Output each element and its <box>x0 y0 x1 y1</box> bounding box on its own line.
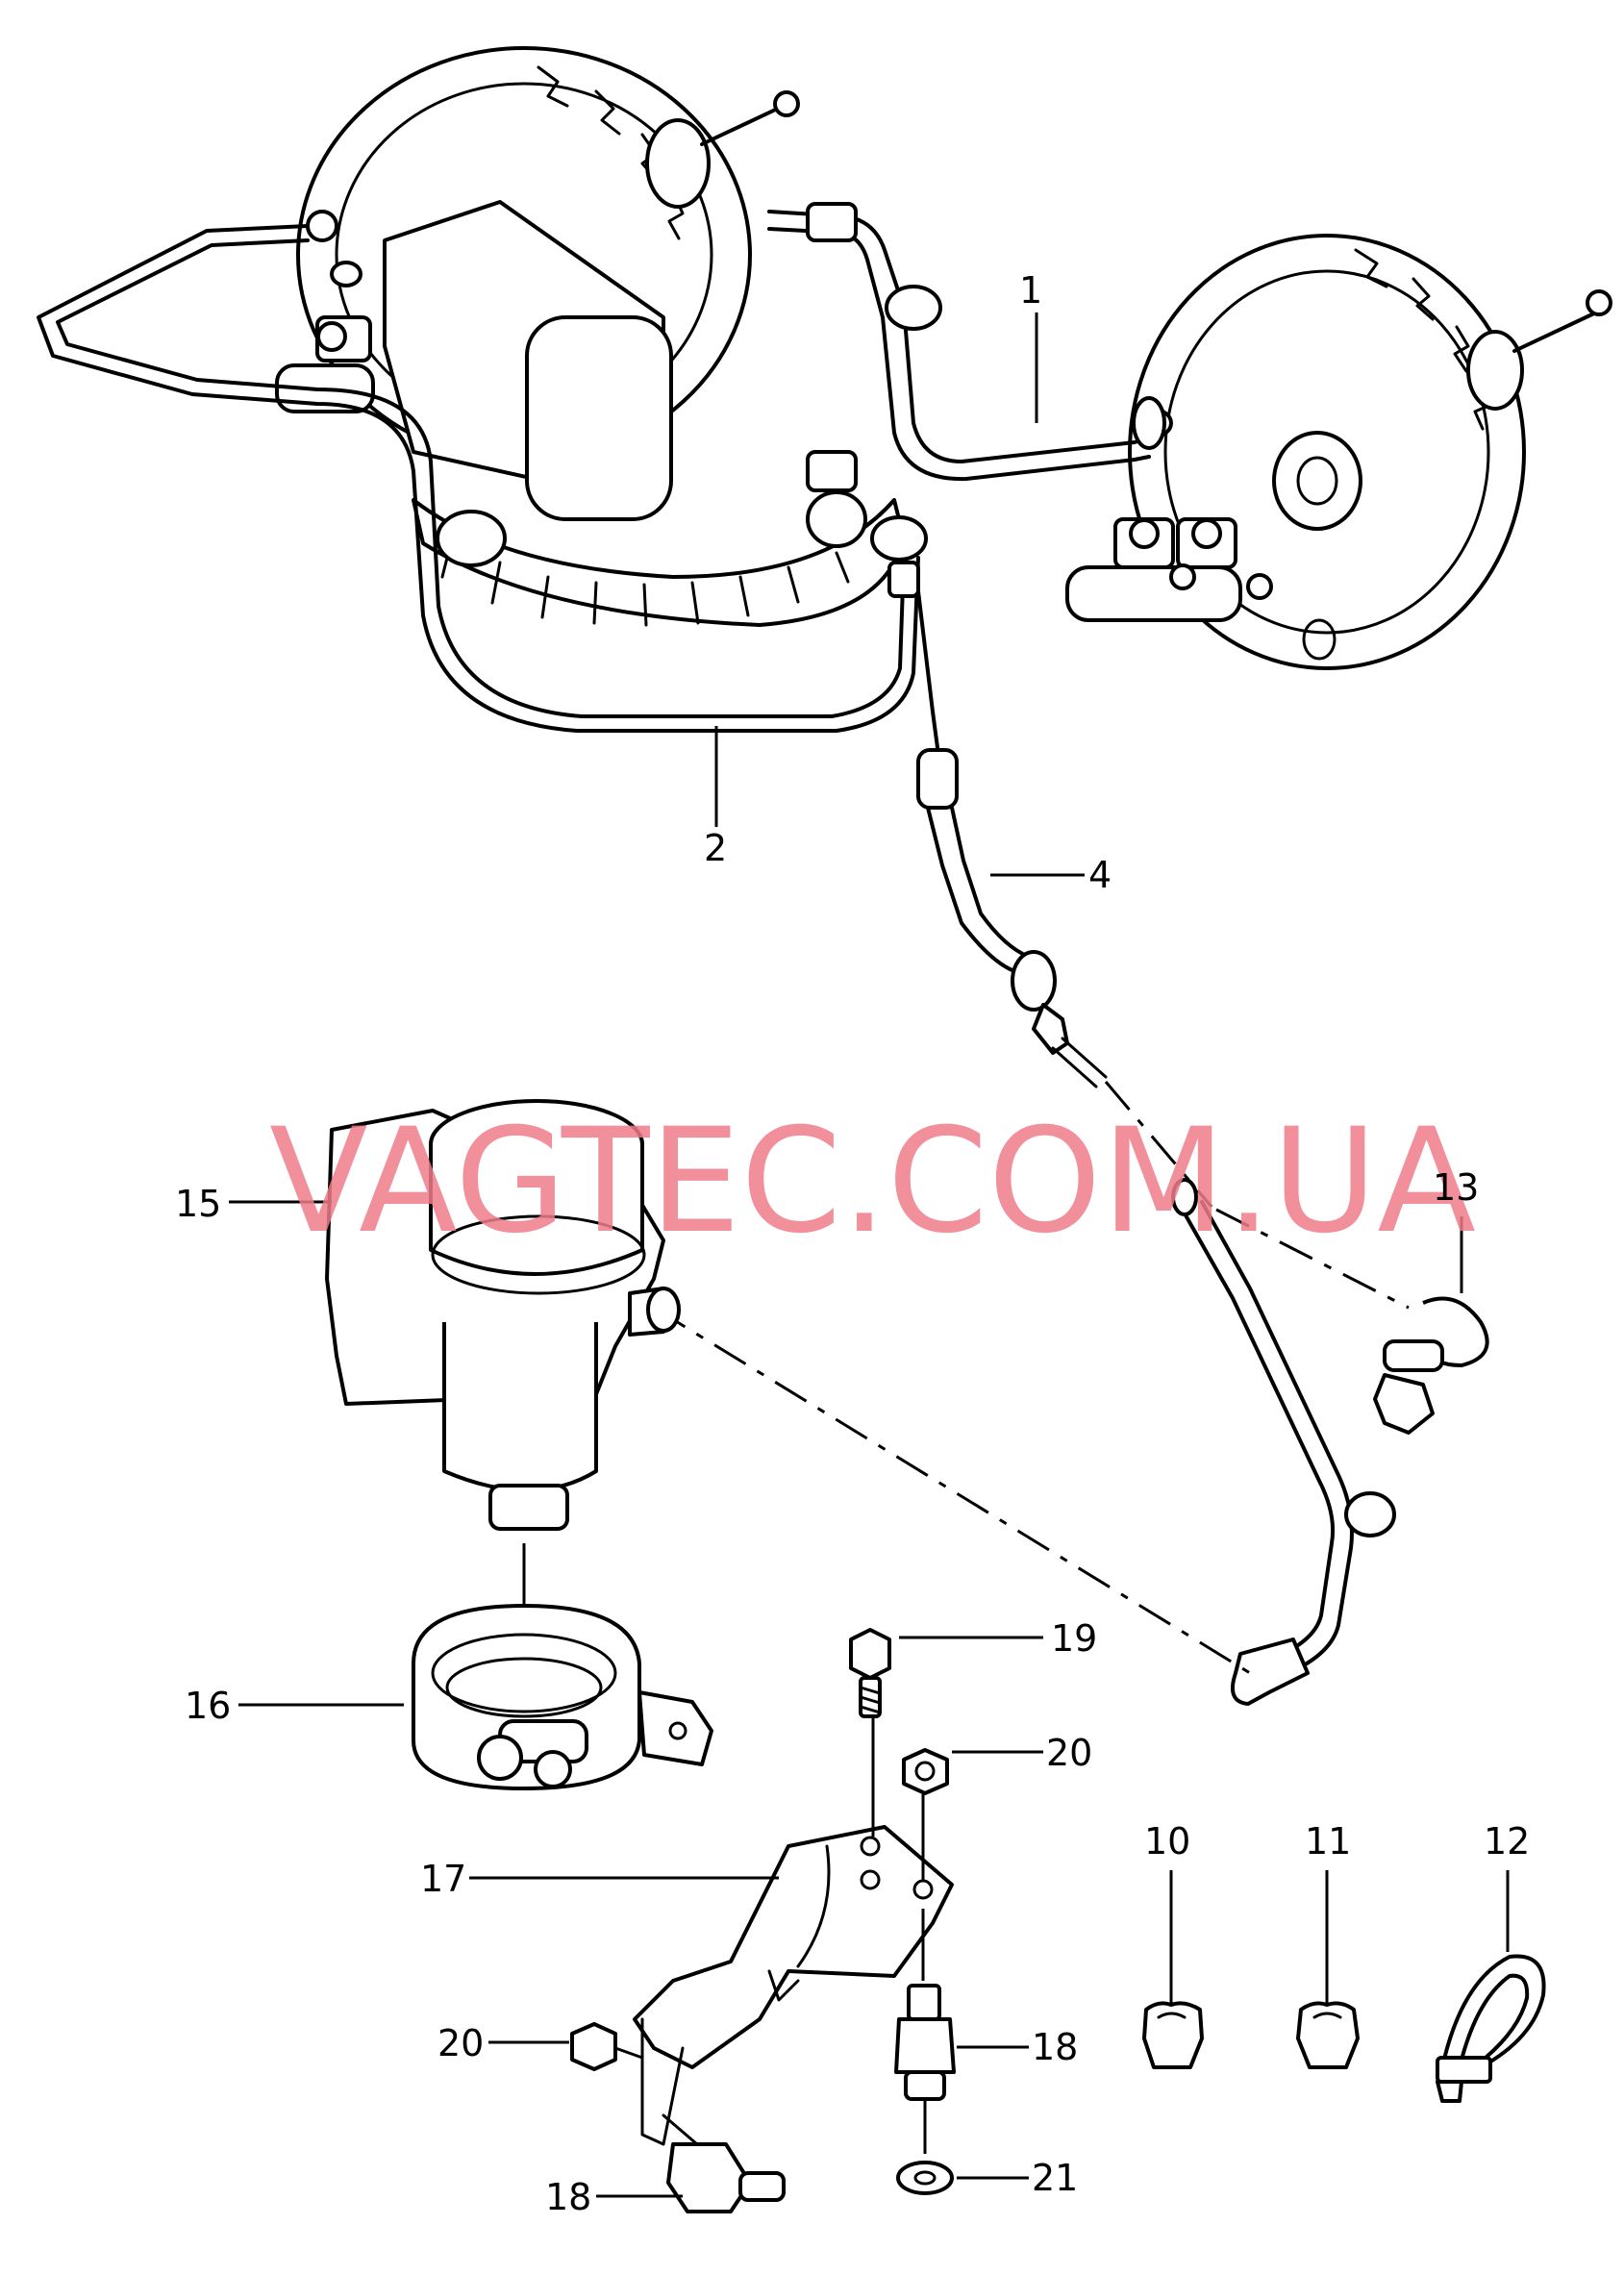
dashed-connection-pump-hose <box>653 1306 1251 1675</box>
callout-2: 2 <box>704 827 727 869</box>
callout-1: 1 <box>1019 269 1042 312</box>
callout-15: 15 <box>175 1183 221 1225</box>
mounting-bracket-17 <box>633 1712 954 2204</box>
callout-20-lower: 20 <box>437 2022 484 2064</box>
clip-10 <box>1142 1870 1204 2069</box>
callout-11: 11 <box>1305 1820 1351 1862</box>
callout-4: 4 <box>1088 854 1112 896</box>
washer-21 <box>896 2161 954 2195</box>
hose-fitting-center <box>806 450 928 598</box>
rubber-mount-18-right <box>894 1984 956 2154</box>
clip-11 <box>1296 1870 1360 2069</box>
leader-lines <box>229 312 1463 2198</box>
callout-13: 13 <box>1433 1166 1479 1209</box>
callout-12: 12 <box>1484 1820 1530 1862</box>
vacuum-line-left <box>37 224 920 733</box>
nut-20-upper <box>902 1748 949 1795</box>
secondary-air-pump-15 <box>325 1099 681 1531</box>
callout-17: 17 <box>420 1858 466 1900</box>
pump-bracket-ring-16 <box>412 1543 713 1790</box>
cable-tie-12 <box>1436 1870 1546 2103</box>
watermark-text: VAGTEC.COM.UA <box>269 1098 1476 1265</box>
rubber-mount-18-lower <box>666 2142 786 2213</box>
callout-19: 19 <box>1051 1617 1097 1660</box>
callout-18-lower: 18 <box>545 2176 591 2218</box>
hose-clip-13 <box>1215 1208 1489 1435</box>
vacuum-hose-4 <box>916 589 1213 1208</box>
callout-18-right: 18 <box>1032 2026 1078 2068</box>
brake-booster-right <box>1065 234 1612 670</box>
callout-20-upper: 20 <box>1046 1732 1092 1774</box>
vacuum-hose-1 <box>767 202 1166 482</box>
callout-10: 10 <box>1144 1820 1190 1862</box>
callout-21: 21 <box>1032 2157 1078 2199</box>
bolt-19 <box>849 1628 891 1718</box>
callout-labels: 1 2 4 10 11 12 13 15 16 17 18 18 18 19 2… <box>175 269 1530 2218</box>
nut-20-lower <box>570 2022 643 2071</box>
callout-16: 16 <box>185 1685 231 1727</box>
vacuum-hose-lower <box>1171 1178 1396 1706</box>
brake-booster-left <box>275 46 906 627</box>
